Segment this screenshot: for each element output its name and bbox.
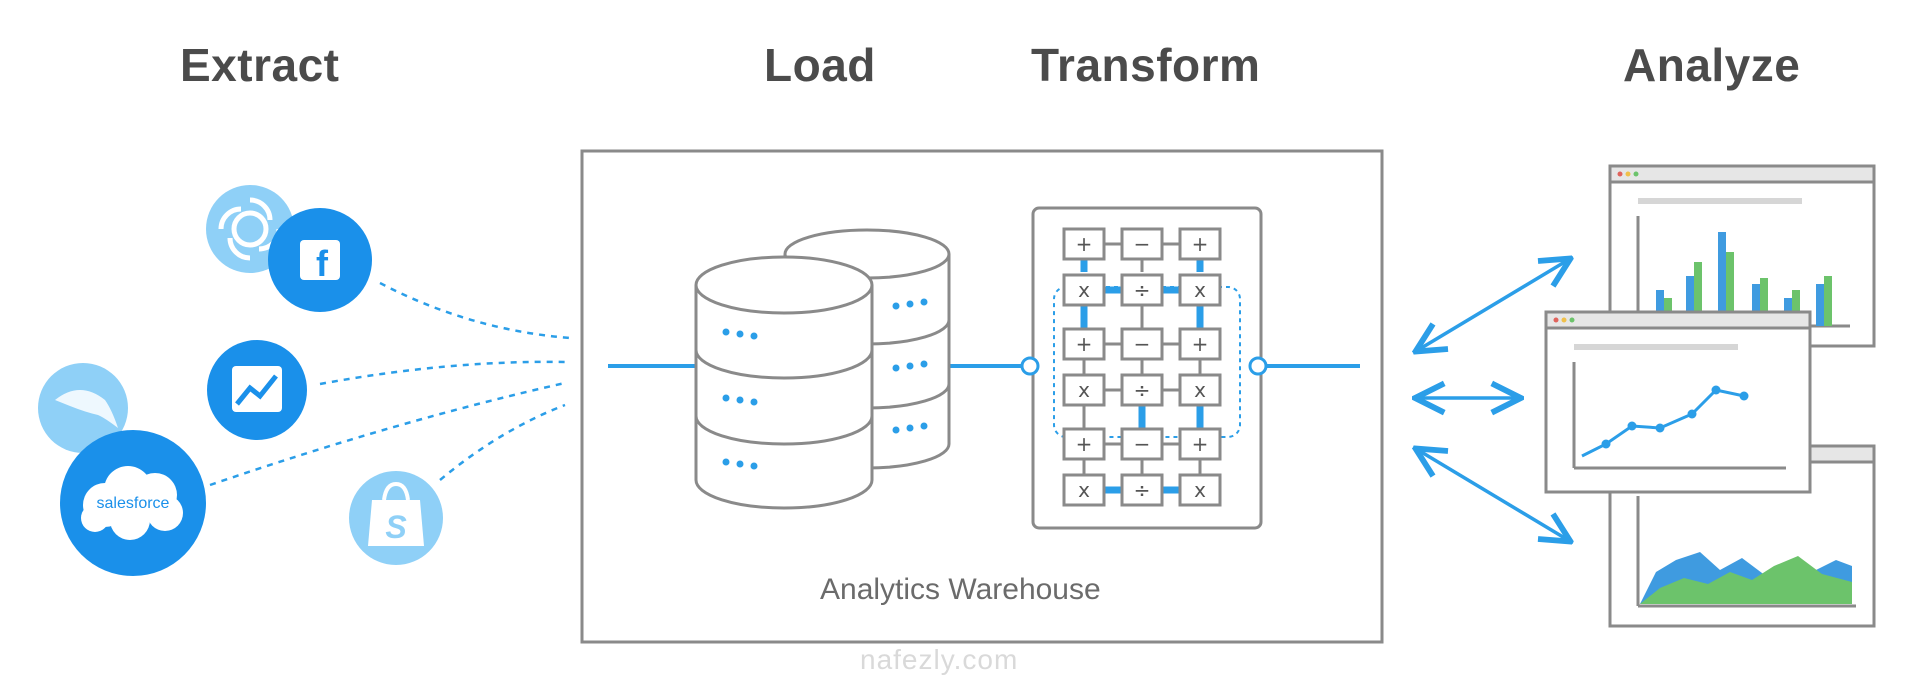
operator-symbol: + [1192,232,1209,256]
operator-symbol: − [1134,332,1151,356]
transform-output-node [1248,356,1268,376]
operator-box: x [1062,473,1106,507]
operator-symbol: + [1076,232,1093,256]
operator-box: x [1062,373,1106,407]
operator-box: ÷ [1120,473,1164,507]
operator-box: + [1062,327,1106,361]
operator-box: − [1120,227,1164,261]
warehouse-frame [580,149,1384,644]
operator-box: − [1120,427,1164,461]
line-chart-window [1544,310,1812,494]
operator-box: + [1178,227,1222,261]
analyze-title: Analyze [1623,39,1801,91]
transform-gray-connectors [1082,242,1202,476]
facebook-icon: f [268,208,372,312]
operator-box: + [1178,327,1222,361]
operator-symbol: + [1192,432,1209,456]
facebook-letter: f [316,243,329,284]
bar-chart-bars [1656,232,1832,326]
operator-box: x [1062,273,1106,307]
database-front-icon [694,255,874,510]
operator-symbol: + [1076,332,1093,356]
shopify-letter: S [385,509,407,545]
operator-box: ÷ [1120,273,1164,307]
watermark: nafezly.com [860,644,1019,675]
operator-box: − [1120,327,1164,361]
operator-symbol: x [1194,378,1206,402]
operator-box: + [1178,427,1222,461]
transform-title: Transform [1031,39,1261,91]
operator-symbol: x [1194,278,1206,302]
analyze-arrows [1418,260,1568,540]
extract-title: Extract [180,39,340,91]
operator-symbol: x [1078,378,1090,402]
operator-symbol: ÷ [1134,478,1151,502]
operator-symbol: ÷ [1134,278,1151,302]
operator-symbol: x [1078,478,1090,502]
operator-symbol: ÷ [1134,378,1151,402]
transform-input-node [1020,356,1040,376]
operator-symbol: + [1076,432,1093,456]
operator-box: x [1178,273,1222,307]
shopify-bag-icon: S [349,471,443,565]
salesforce-wordmark: salesforce [97,495,170,512]
transform-connectors [1080,258,1204,494]
transform-operator-grid: + − + x ÷ x + − + x ÷ x + − + x ÷ x [1062,227,1222,507]
warehouse-label: Analytics Warehouse [820,573,1101,606]
database-back-dots [892,298,928,434]
operator-box: ÷ [1120,373,1164,407]
source-connectors [209,281,571,487]
load-title: Load [764,39,876,91]
trend-chart-icon [207,340,307,440]
operator-symbol: x [1194,478,1206,502]
operator-symbol: + [1192,332,1209,356]
operator-symbol: x [1078,278,1090,302]
operator-symbol: − [1134,232,1151,256]
salesforce-cloud-icon: salesforce [60,430,206,576]
database-front-dots [722,328,758,470]
operator-symbol: − [1134,432,1151,456]
operator-box: x [1178,473,1222,507]
operator-box: + [1062,227,1106,261]
operator-box: + [1062,427,1106,461]
operator-box: x [1178,373,1222,407]
dolphin-icon [38,363,128,453]
